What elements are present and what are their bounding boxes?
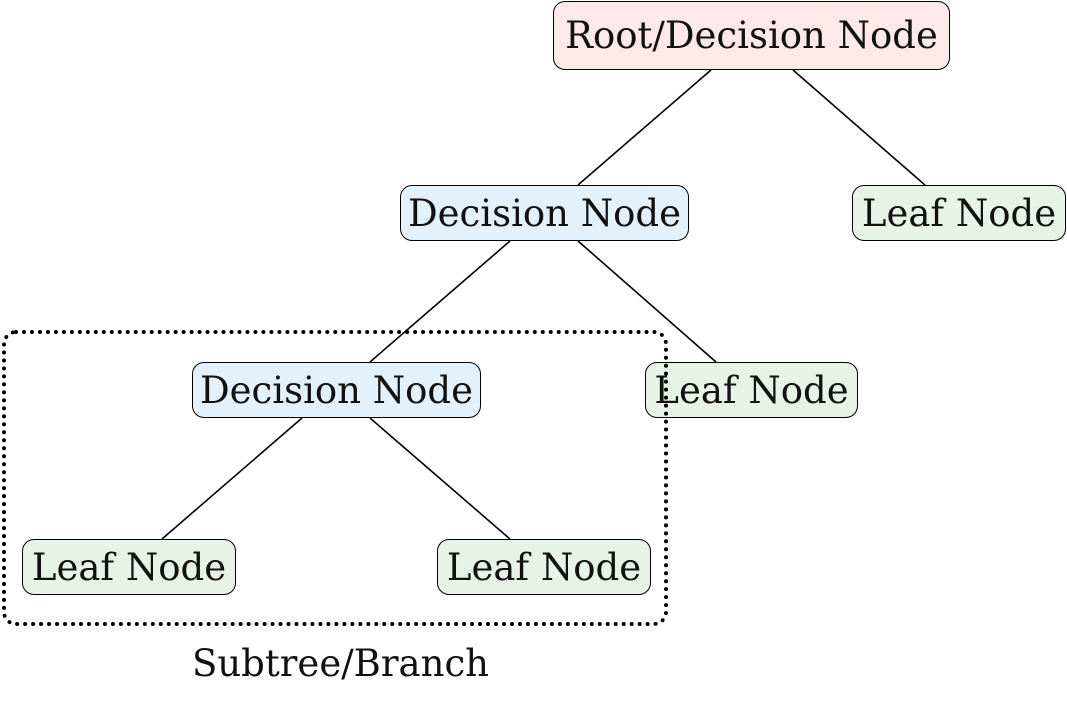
leaf-node-bottom-right: Leaf Node	[437, 539, 651, 595]
leaf-node-right: Leaf Node	[852, 185, 1066, 241]
decision-node-level-2-label: Decision Node	[199, 368, 474, 412]
leaf-node-right-label: Leaf Node	[861, 191, 1057, 235]
edge-decision-2-to-leaf-bottom-right	[369, 417, 511, 540]
edge-decision-1-to-leaf-mid	[577, 240, 717, 363]
leaf-node-bottom-right-label: Leaf Node	[446, 545, 642, 589]
root-decision-node-label: Root/Decision Node	[565, 14, 938, 57]
decision-node-level-1: Decision Node	[400, 185, 689, 241]
decision-node-level-1-label: Decision Node	[407, 191, 682, 235]
decision-node-level-2: Decision Node	[192, 362, 481, 418]
root-decision-node: Root/Decision Node	[553, 1, 950, 70]
leaf-node-bottom-left: Leaf Node	[22, 539, 236, 595]
edge-root-to-leaf-right	[792, 69, 926, 186]
subtree-branch-box	[2, 330, 668, 626]
leaf-node-mid-label: Leaf Node	[654, 368, 849, 412]
edge-root-to-decision-1	[577, 69, 712, 186]
edge-decision-1-to-decision-2	[369, 240, 511, 363]
edge-decision-2-to-leaf-bottom-left	[161, 417, 303, 540]
leaf-node-bottom-left-label: Leaf Node	[31, 545, 227, 589]
leaf-node-mid: Leaf Node	[645, 362, 858, 418]
subtree-branch-label: Subtree/Branch	[192, 642, 489, 685]
